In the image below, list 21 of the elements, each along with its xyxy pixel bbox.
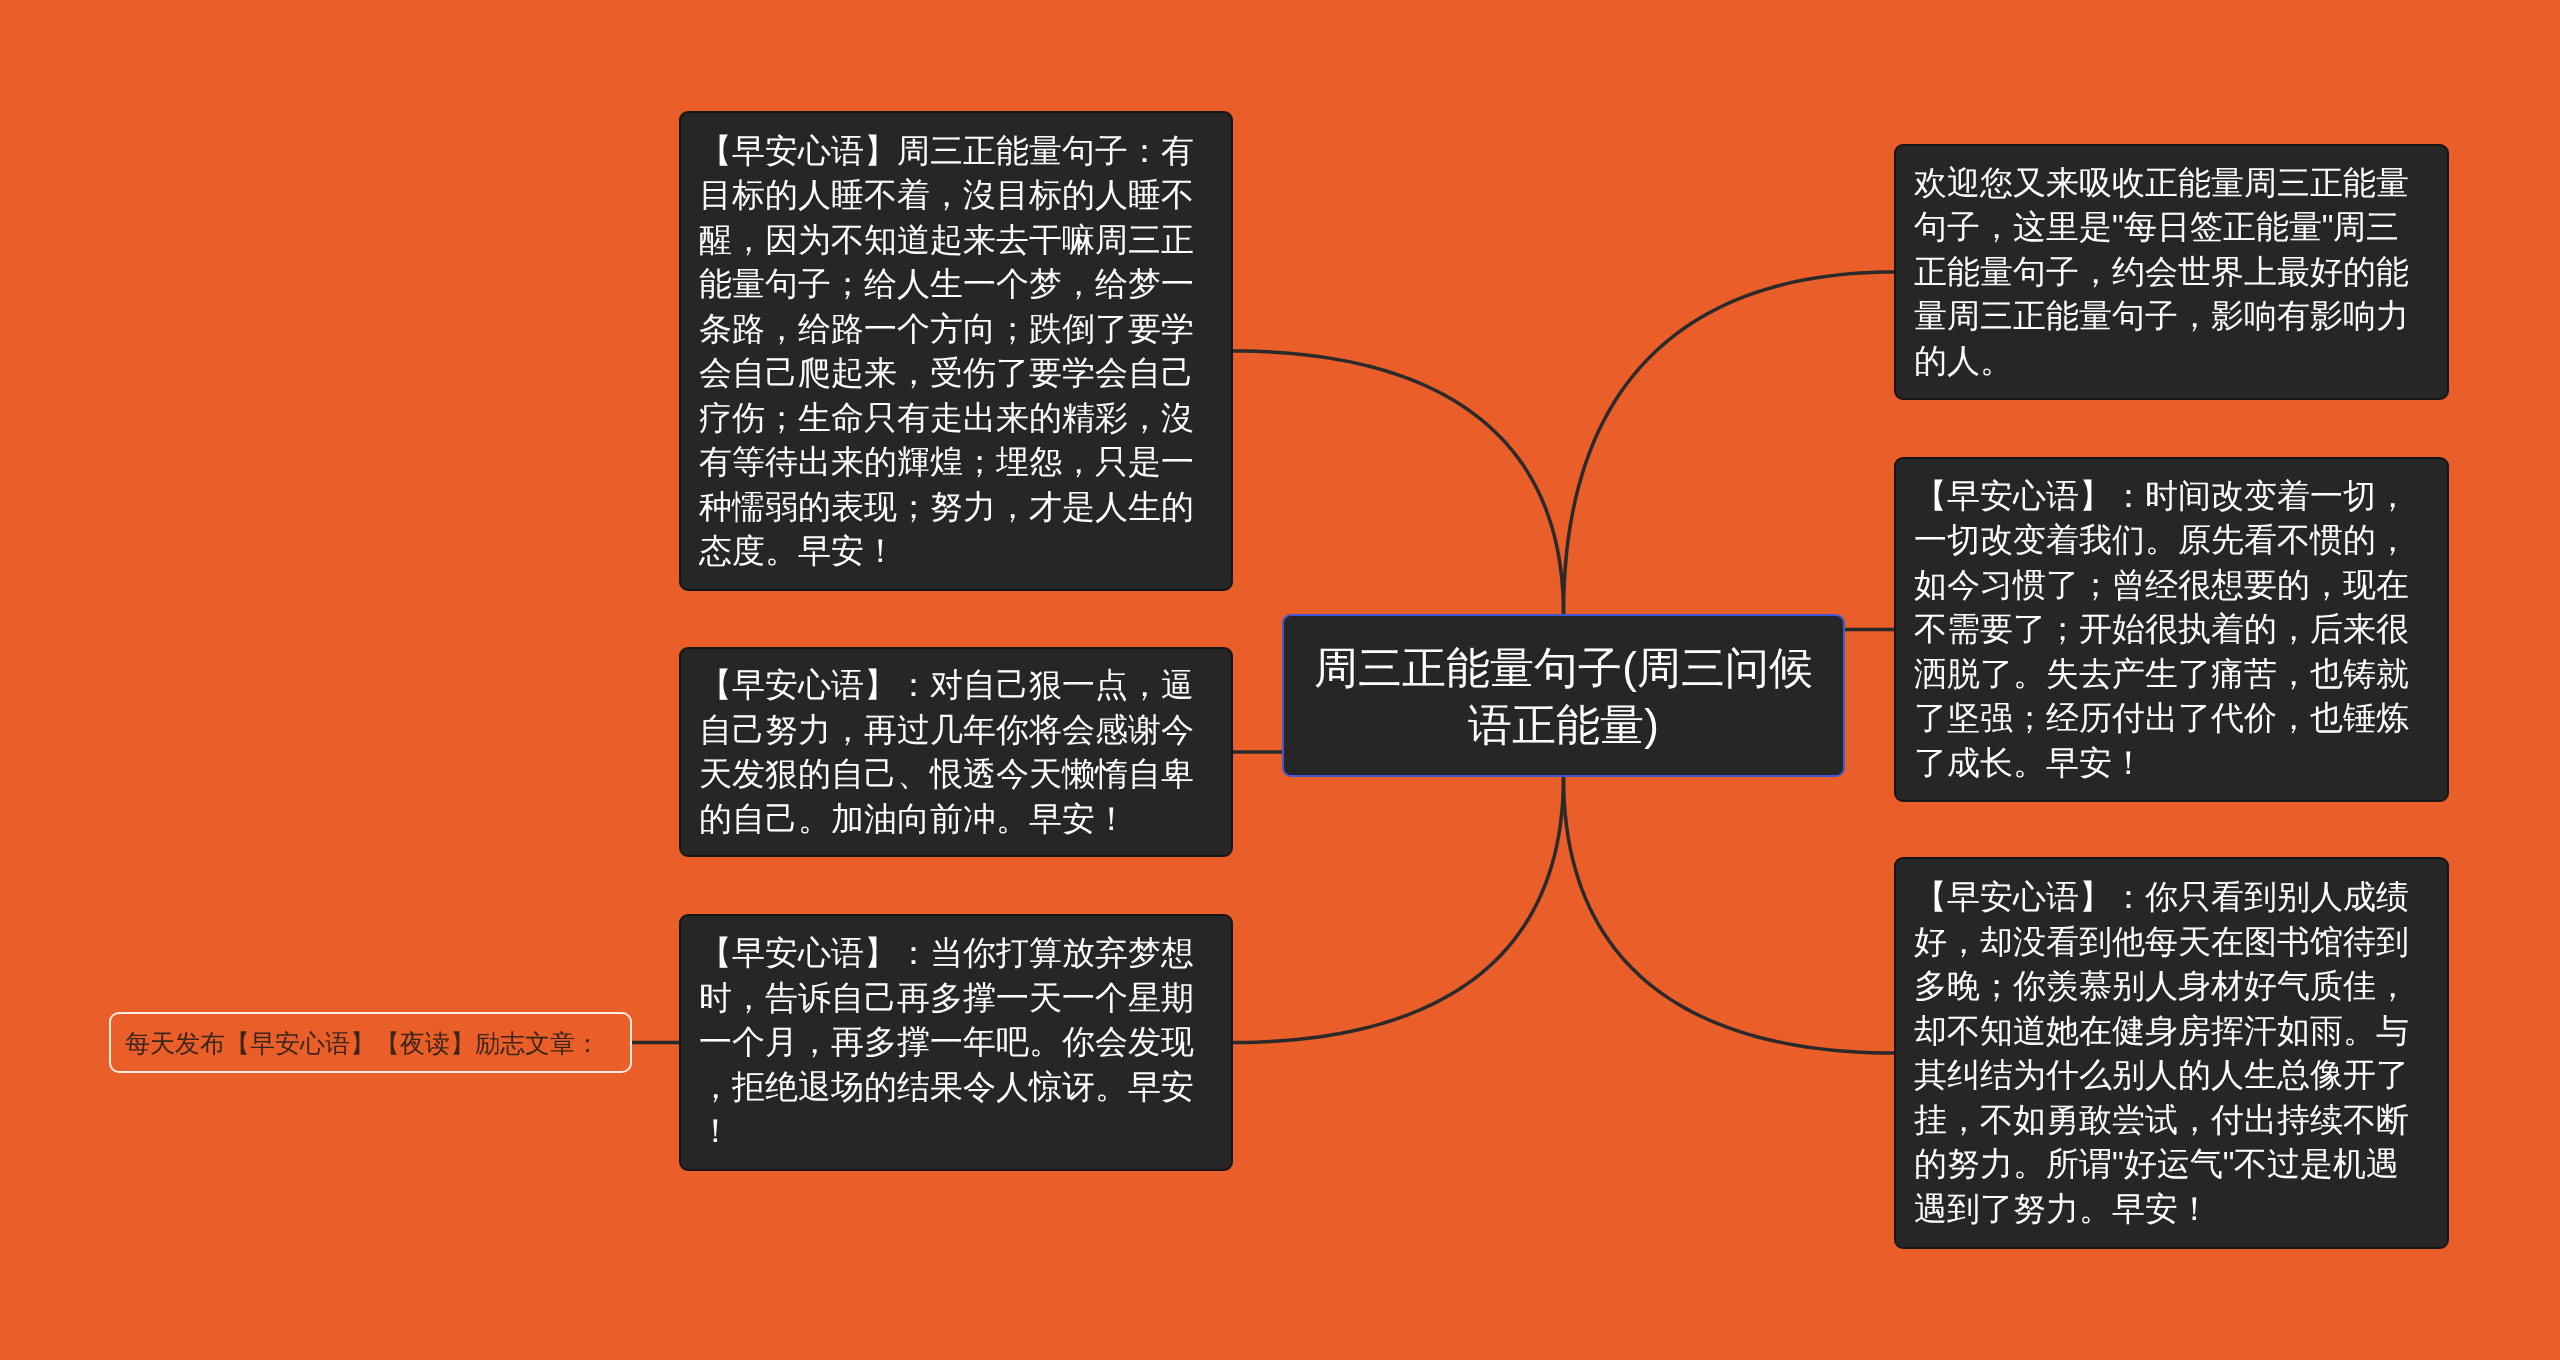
- connector-line: [1233, 750, 1282, 754]
- quote-text: 【早安心语】：当你打算放弃梦想时，告诉自己再多撑一天一个星期一个月，再多撑一年吧。你会发现，拒绝退场的结果令人惊讶。早安！: [699, 933, 1195, 1152]
- quote-text: 【早安心语】：你只看到别人成绩好，却没看到他每天在图书馆待到多晚；你羡慕别人身材好气质佳，却不知道她在健身房挥汗如雨。与其纠结为什么别人的人生总像开了挂，不如勇敢尝试，付出持续不断的努力。所谓"好运气"不过是机遇遇到了努力。早安！: [1914, 877, 2410, 1229]
- connector-line: [1561, 776, 1894, 1055]
- quote-card: [1894, 144, 2449, 400]
- quote-text: 【早安心语】周三正能量句子：有目标的人睡不着，沒目标的人睡不醒，因为不知道起来去干嘛周三正能量句子；给人生一个梦，给梦一条路，给路一个方向；跌倒了要学会自己爬起来，受伤了要学会自己疗伤；生命只有走出来的精彩，沒有等待出来的輝煌；埋怨，只是一种懦弱的表现；努力，才是人生的态度。早安！: [699, 130, 1195, 571]
- quote-card: [679, 111, 1233, 591]
- quote-text: 欢迎您又来吸收正能量周三正能量句子，这里是"每日签正能量"周三正能量句子，约会世界上最好的能量周三正能量句子，影响有影响力的人。: [1914, 162, 2410, 381]
- quote-text: 【早安心语】：对自己狠一点，逼自己努力，再过几年你将会感谢今天发狠的自己、恨透今天懒惰自卑的自己。加油向前冲。早安！: [699, 665, 1195, 839]
- note-text: 每天发布【早安心语】【夜读】励志文章：: [125, 1027, 600, 1058]
- note-box: [109, 1012, 632, 1073]
- connector-line: [1561, 270, 1894, 615]
- quote-card: [1894, 457, 2449, 802]
- quote-card: [679, 914, 1233, 1171]
- central-topic-box: [1282, 614, 1845, 777]
- quote-card: [679, 647, 1233, 857]
- quote-text: 【早安心语】：时间改变着一切，一切改变着我们。原先看不惯的，如今习惯了；曾经很想要的，现在不需要了；开始很执着的，后来很洒脱了。失去产生了痛苦，也铸就了坚强；经历付出了代价，也锤炼了成长。早安！: [1914, 475, 2410, 783]
- connector-line: [1845, 627, 1894, 632]
- connector-line: [632, 1040, 679, 1045]
- topic-title: 周三正能量句子(周三问候语正能量): [1313, 641, 1814, 751]
- quote-card: [1894, 857, 2449, 1249]
